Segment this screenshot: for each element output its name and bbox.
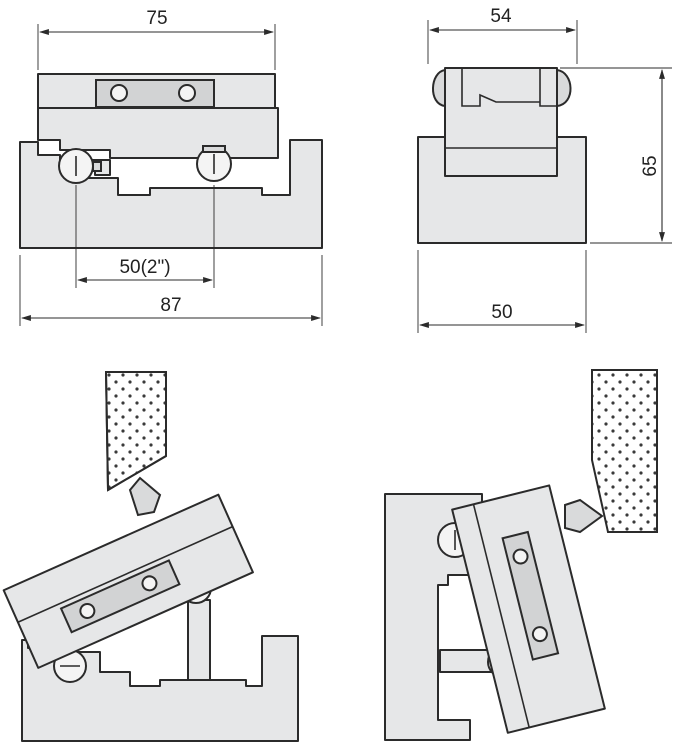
dim-base-length: 87 (160, 295, 181, 316)
usage-example-angled (2, 371, 299, 742)
dim-side-height: 65 (640, 155, 661, 176)
side-upper-block (444, 67, 558, 177)
side-view: 54 65 50 (417, 6, 672, 333)
front-slot-screw-left (110, 84, 128, 102)
front-pin-left-neck (92, 161, 102, 172)
side-left-knob (432, 68, 446, 108)
tool-bit-left (128, 476, 162, 517)
tool-bit-right (564, 498, 604, 534)
dim-pin-spacing: 50(2") (119, 257, 170, 278)
grinding-wheel-left (105, 371, 167, 491)
grinding-wheel-right (591, 369, 658, 533)
dim-side-width: 54 (490, 6, 512, 27)
side-dovetail (461, 68, 557, 107)
example2-support-column (439, 649, 496, 673)
dim-front-width: 75 (146, 8, 167, 29)
usage-example-vertical (384, 369, 658, 741)
front-pin-right-cap (202, 145, 226, 153)
example1-support-column (187, 599, 211, 681)
front-view: 75 50(2") 87 (19, 8, 323, 326)
side-right-knob (556, 68, 572, 108)
dim-side-base: 50 (491, 302, 512, 323)
front-slot-screw-right (178, 84, 196, 102)
